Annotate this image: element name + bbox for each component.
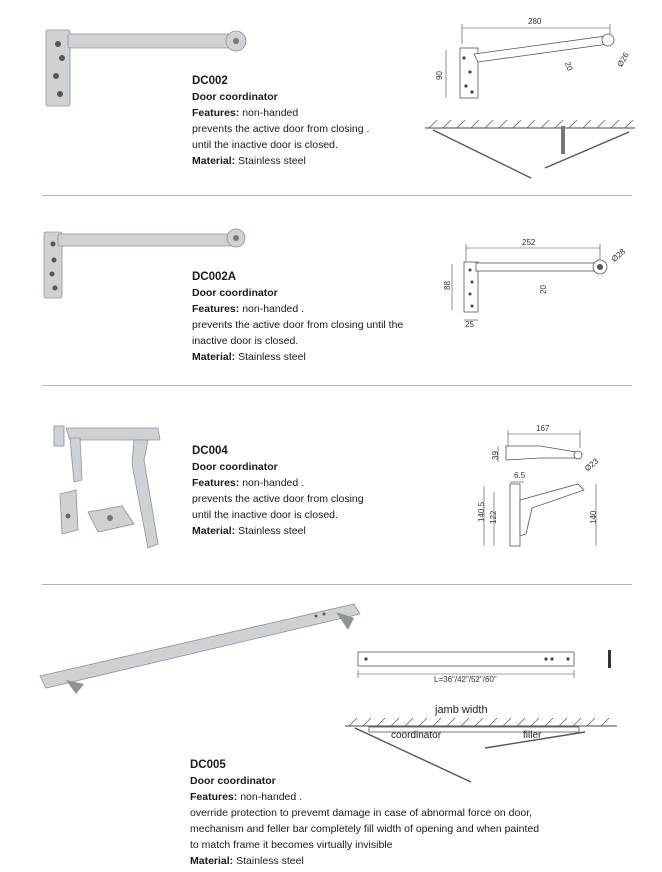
section-divider	[42, 584, 632, 585]
features-value: non-handed	[242, 107, 299, 119]
description-line: mechanism and feller bar completely fill…	[190, 823, 540, 835]
description-line: until the inactive door is closed.	[192, 509, 338, 521]
dc004-top-view-drawing: 167 39 Ø23	[491, 424, 601, 473]
material-value: Stainless steel	[236, 855, 304, 867]
dim-height: 39	[491, 451, 500, 460]
dc002a-product-photo	[43, 228, 246, 299]
dim-h2: 122	[489, 510, 498, 524]
features-label: Features:	[192, 303, 240, 315]
dc002a-dimension-drawing: 252 88 20 Ø28 25	[443, 238, 628, 329]
dim-width: 25	[465, 320, 474, 329]
features-value: non-handed .	[242, 303, 305, 315]
dc002-product-photo	[45, 29, 247, 107]
material-value: Stainless steel	[238, 351, 306, 363]
product-code: DC002	[192, 75, 228, 87]
dim-length: 167	[536, 424, 550, 433]
dim-length: 252	[522, 238, 536, 247]
material-label: Material:	[192, 525, 236, 537]
filler-label: filler	[523, 730, 542, 741]
features-label: Features:	[192, 107, 240, 119]
features-value: non-handed .	[240, 791, 303, 803]
description-line: override protection to prevemt damage in…	[190, 807, 533, 819]
material-value: Stainless steel	[238, 525, 306, 537]
dc005-length-drawing: L=36"/42"/52"/60"	[357, 650, 611, 684]
dc005-installation-diagram: jamb width coordinator filler	[345, 704, 617, 783]
dim-bar: 20	[539, 285, 548, 294]
dc004-side-view-drawing: 6.5 140.5 122 140	[477, 471, 598, 547]
dc004-product-photo	[53, 425, 161, 549]
dim-h3: 140	[589, 510, 598, 524]
description-line: inactive door is closed.	[192, 335, 299, 347]
dim-length-label: L=36"/42"/52"/60"	[434, 675, 497, 684]
features-label: Features:	[190, 791, 238, 803]
description-line: prevents the active door from closing .	[192, 123, 370, 135]
dim-h1: 140.5	[477, 501, 486, 522]
material-value: Stainless steel	[238, 155, 306, 167]
dc005-product-photo	[39, 603, 361, 694]
product-code: DC004	[192, 445, 228, 457]
dim-diameter: Ø28	[610, 247, 628, 264]
section-divider	[42, 385, 632, 386]
description-line: until the inactive door is closed.	[192, 139, 338, 151]
dim-bar: 20	[563, 61, 575, 73]
dim-height: 88	[443, 281, 452, 290]
material-label: Material:	[192, 351, 236, 363]
material-label: Material:	[192, 155, 236, 167]
product-title: Door coordinator	[192, 287, 278, 299]
product-title: Door coordinator	[192, 461, 278, 473]
product-code: DC005	[190, 759, 226, 771]
material-label: Material:	[190, 855, 234, 867]
coordinator-label: coordinator	[391, 730, 442, 741]
product-code: DC002A	[192, 271, 237, 283]
features-value: non-handed .	[242, 477, 305, 489]
description-line: to match frame it becomes virtually invi…	[190, 839, 393, 851]
description-line: prevents the active door from closing un…	[192, 319, 404, 331]
section-divider	[42, 195, 632, 196]
jamb-width-label: jamb width	[434, 704, 488, 716]
dim-diameter: Ø26	[615, 50, 631, 68]
dc002-dimension-drawing: 280 90 20 Ø26	[435, 17, 631, 99]
dim-offset: 6.5	[514, 471, 526, 480]
dc002-installation-diagram	[425, 119, 635, 179]
product-title: Door coordinator	[192, 91, 278, 103]
description-line: prevents the active door from closing	[192, 493, 364, 505]
dim-length: 280	[528, 17, 542, 26]
product-title: Door coordinator	[190, 775, 276, 787]
dim-height: 90	[435, 71, 444, 80]
features-label: Features:	[192, 477, 240, 489]
